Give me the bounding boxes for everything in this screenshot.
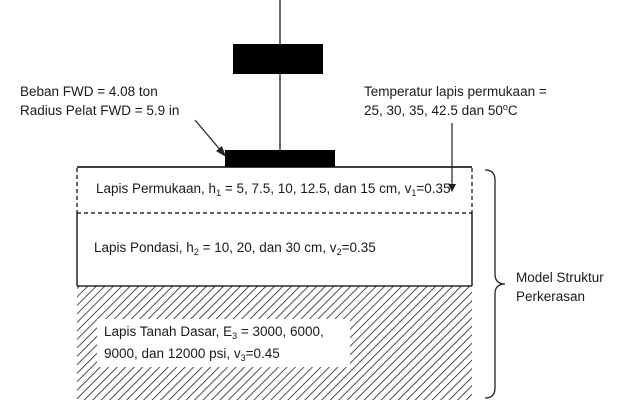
fwd-plate-radius-label: Radius Pelat FWD = 5.9 in <box>20 103 180 118</box>
load-arrow-head <box>216 146 226 157</box>
load-arrow-line <box>194 119 223 153</box>
model-label-line1: Model Struktur <box>516 270 604 285</box>
subgrade-label-box <box>97 319 350 367</box>
temperature-label: Temperatur lapis permukaan = <box>364 84 547 99</box>
temperature-arrow-head <box>448 184 456 192</box>
model-label-line2: Perkerasan <box>516 289 586 304</box>
model-brace <box>484 169 506 399</box>
fwd-plate <box>225 150 335 167</box>
base-layer-label: Lapis Pondasi, h2 = 10, 20, dan 30 cm, v… <box>94 240 376 257</box>
fwd-load-label: Beban FWD = 4.08 ton <box>20 84 158 99</box>
subgrade-label-line2: 9000, dan 12000 psi, v3=0.45 <box>104 346 280 363</box>
surface-layer-label: Lapis Permukaan, h1 = 5, 7.5, 10, 12.5, … <box>96 181 451 198</box>
subgrade-label-line1: Lapis Tanah Dasar, E3 = 3000, 6000, <box>104 324 324 341</box>
fwd-weight <box>233 44 323 74</box>
temperature-values-label: 25, 30, 35, 42.5 dan 50oC <box>364 102 518 118</box>
